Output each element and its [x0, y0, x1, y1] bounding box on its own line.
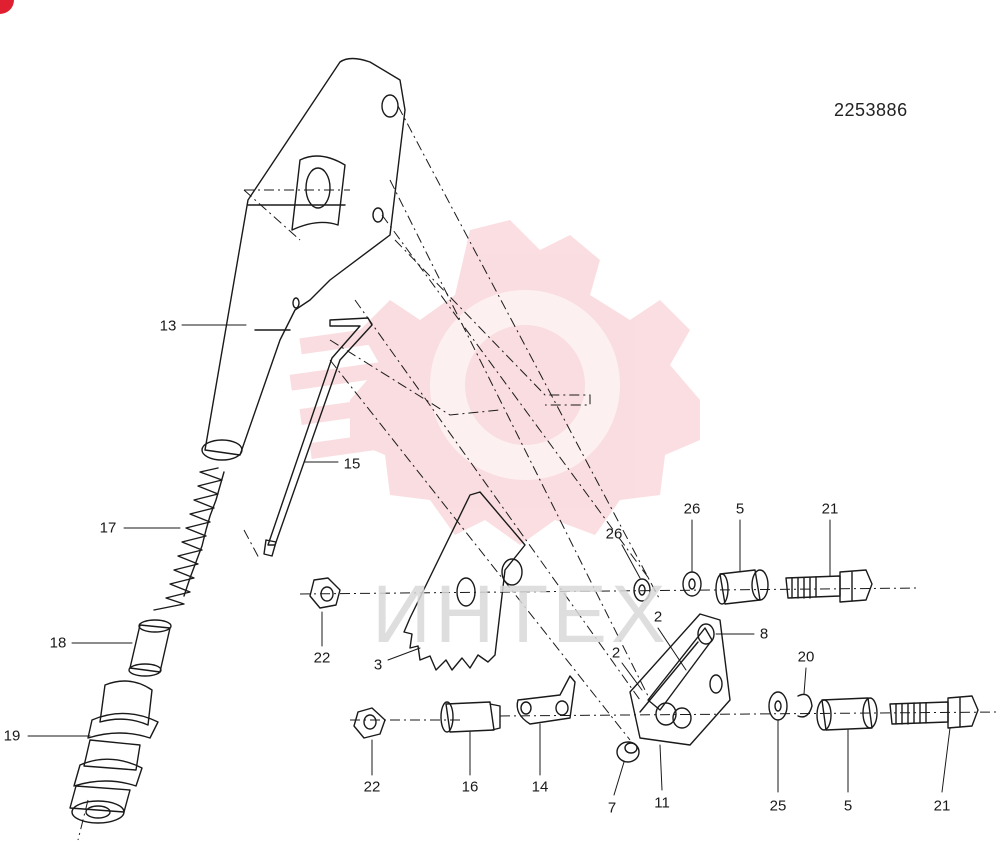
callout-c2a: 2: [653, 608, 663, 626]
callout-c5b: 5: [843, 797, 853, 815]
sleeve-18: [128, 619, 172, 677]
spring-17: [153, 467, 225, 611]
callout-c5a: 5: [735, 500, 745, 518]
callout-c15: 15: [343, 455, 361, 473]
callout-c22a: 22: [313, 649, 331, 667]
link-14: [516, 675, 576, 725]
callout-c14: 14: [531, 778, 549, 796]
callout-c22b: 22: [363, 778, 381, 796]
callout-c17: 17: [99, 519, 117, 537]
callout-c7: 7: [607, 799, 617, 817]
bracket-11: [629, 613, 731, 746]
callout-c26b: 26: [683, 500, 701, 518]
pin-7: [616, 741, 640, 763]
callout-c21a: 21: [821, 500, 839, 518]
callout-c16: 16: [461, 778, 479, 796]
callout-c3: 3: [373, 656, 383, 674]
callout-c19: 19: [3, 727, 21, 745]
lower-bolt-stack: [353, 691, 979, 739]
callout-c2b: 2: [611, 644, 621, 662]
watermark-text: ИНТЕХ: [372, 569, 670, 660]
handle-grip-19: [69, 680, 159, 824]
callout-c20: 20: [797, 648, 815, 666]
callout-c25: 25: [769, 797, 787, 815]
lever-arm-13: [201, 57, 406, 461]
callout-c11: 11: [654, 794, 670, 812]
callout-c26a: 26: [605, 525, 623, 543]
assembly-lines: [77, 105, 1000, 841]
leader-lines: [27, 324, 951, 796]
callout-c13: 13: [159, 317, 177, 335]
callout-c18: 18: [49, 634, 67, 652]
callout-c8: 8: [759, 625, 769, 643]
part-number: 2253886: [834, 100, 908, 120]
callout-c21b: 21: [933, 797, 951, 815]
watermark-gear-logo: [289, 220, 700, 545]
